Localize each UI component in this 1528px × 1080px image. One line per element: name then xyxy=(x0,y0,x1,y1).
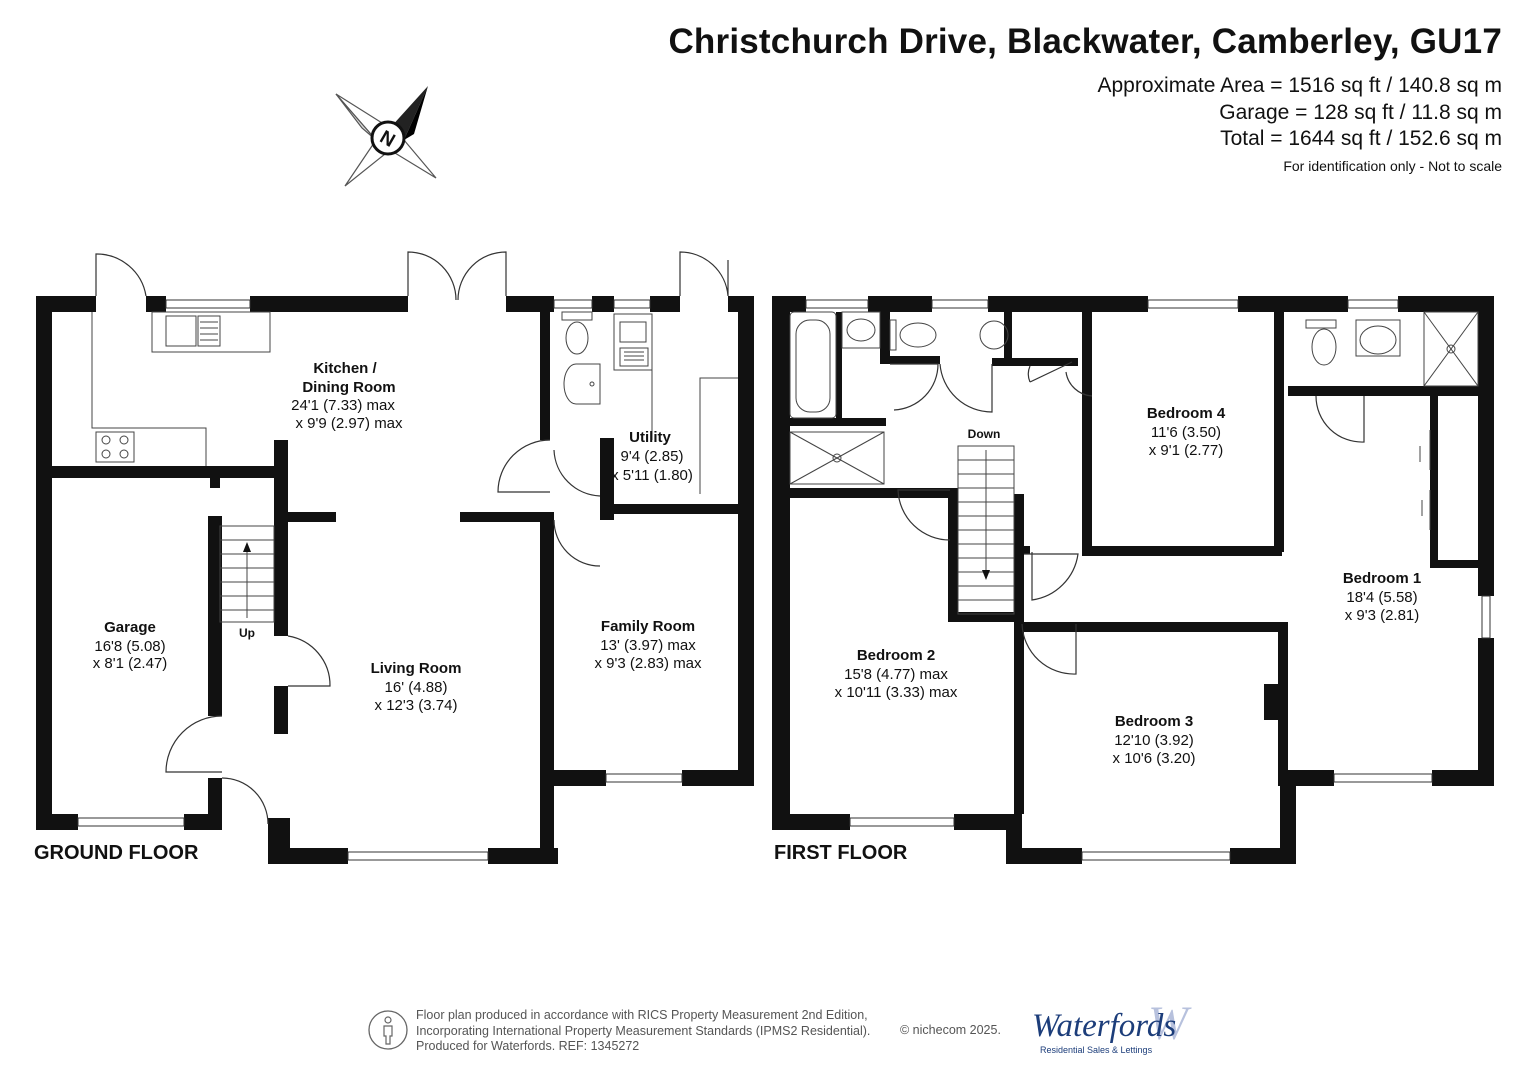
garage-label: Garage xyxy=(104,619,156,636)
living-room-dim-2: x 12'3 (3.74) xyxy=(375,697,458,714)
footer-line-3: Produced for Waterfords. REF: 1345272 xyxy=(416,1039,640,1053)
bedroom-2-label: Bedroom 2 xyxy=(857,647,935,664)
bedroom-3-dim-2: x 10'6 (3.20) xyxy=(1113,750,1196,767)
ground-floor-label: GROUND FLOOR xyxy=(34,842,199,864)
garage-dim-2: x 8'1 (2.47) xyxy=(93,655,168,672)
property-address-title: Christchurch Drive, Blackwater, Camberle… xyxy=(668,22,1502,61)
bedroom-4-dim-2: x 9'1 (2.77) xyxy=(1149,442,1224,459)
stairs-up-label: Up xyxy=(239,626,255,640)
bedroom-1-dim-2: x 9'3 (2.81) xyxy=(1345,607,1420,624)
bedroom-3-label: Bedroom 3 xyxy=(1115,713,1193,730)
kitchen-dim-2: x 9'9 (2.97) max xyxy=(295,415,403,432)
bedroom-4-label: Bedroom 4 xyxy=(1147,405,1226,422)
first-floor-label: FIRST FLOOR xyxy=(774,842,908,864)
logo-mark-icon: W xyxy=(1148,997,1188,1050)
total-area: Total = 1644 sq ft / 152.6 sq m xyxy=(1220,127,1502,150)
footer-line-2: Incorporating International Property Mea… xyxy=(416,1023,871,1038)
living-room-dim-1: 16' (4.88) xyxy=(385,679,448,696)
living-room-label: Living Room xyxy=(371,660,462,677)
family-room-label: Family Room xyxy=(601,618,695,635)
family-room-dim-1: 13' (3.97) max xyxy=(600,637,696,654)
utility-dim-2: x 5'11 (1.80) xyxy=(611,467,693,484)
waterfords-logo: Waterfords xyxy=(1032,1008,1177,1044)
kitchen-label-1: Kitchen / xyxy=(313,360,377,377)
garage-dim-1: 16'8 (5.08) xyxy=(94,638,165,655)
bedroom-2-dim-2: x 10'11 (3.33) max xyxy=(835,684,958,701)
stairs-down-label: Down xyxy=(968,427,1001,441)
bedroom-4-dim-1: 11'6 (3.50) xyxy=(1151,424,1221,441)
utility-dim-1: 9'4 (2.85) xyxy=(621,448,684,465)
ground-floor-plan xyxy=(36,251,754,864)
compass-icon: N xyxy=(335,86,437,187)
logo-subtitle: Residential Sales & Lettings xyxy=(1040,1045,1153,1055)
garage-area: Garage = 128 sq ft / 11.8 sq m xyxy=(1219,101,1502,124)
rics-badge-icon xyxy=(368,1010,408,1050)
bedroom-1-dim-1: 18'4 (5.58) xyxy=(1346,589,1417,606)
first-floor-plan xyxy=(772,296,1494,864)
bedroom-1-label: Bedroom 1 xyxy=(1343,570,1421,587)
bedroom-2-dim-1: 15'8 (4.77) max xyxy=(844,666,948,683)
disclaimer-note: For identification only - Not to scale xyxy=(1283,158,1502,174)
kitchen-dim-1: 24'1 (7.33) max xyxy=(291,397,395,414)
footer-line-1: Floor plan produced in accordance with R… xyxy=(416,1008,868,1022)
footer-disclaimer: Floor plan produced in accordance with R… xyxy=(416,1008,870,1055)
approximate-area: Approximate Area = 1516 sq ft / 140.8 sq… xyxy=(1097,74,1503,97)
utility-label: Utility xyxy=(629,429,671,446)
copyright-text: © nichecom 2025. xyxy=(900,1023,1001,1037)
family-room-dim-2: x 9'3 (2.83) max xyxy=(594,655,702,672)
bedroom-3-dim-1: 12'10 (3.92) xyxy=(1114,732,1194,749)
kitchen-label-2: Dining Room xyxy=(302,379,395,396)
